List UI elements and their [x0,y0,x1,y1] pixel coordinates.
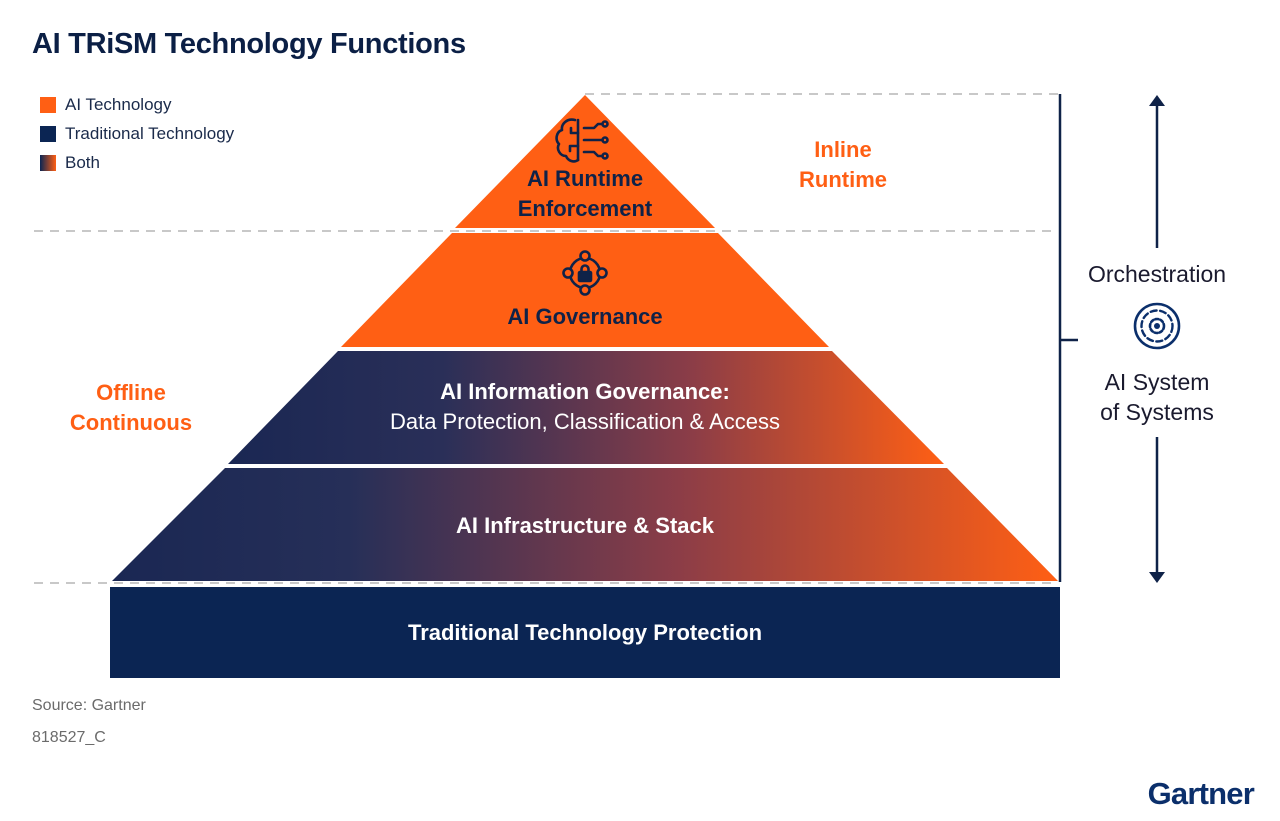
tier-5-line-1: Traditional Technology Protection [407,620,763,645]
legend-label: Both [65,152,100,172]
inline-label-line: Inline [814,137,872,162]
legend-item-ai: AI Technology [40,90,234,119]
source-text: Source: Gartner [32,697,146,714]
ai-system-line: AI System [1104,369,1210,395]
tier-5-label: Traditional Technology Protection [220,618,950,648]
figure-id: 818527_C [32,729,106,746]
legend-item-both: Both [40,148,234,177]
tier-3-line-2: Data Protection, Classification & Access [389,409,781,434]
tier-3-label: AI Information Governance: Data Protecti… [300,377,870,437]
tier-ai-information-governance [228,351,944,464]
tier-ai-runtime-enforcement [455,95,715,228]
tier-3-line-1: AI Information Governance: [440,379,730,404]
tier-4-line-1: AI Infrastructure & Stack [456,513,714,538]
ai-system-of-systems-label: AI System of Systems [1068,367,1246,427]
gear-circle-icon [1133,302,1181,350]
page-title: AI TRiSM Technology Functions [32,28,466,60]
arrow-down-icon [1149,572,1165,583]
offline-label-line: Offline [96,380,166,405]
swatch-traditional-technology [40,125,56,142]
arrow-up-icon [1149,95,1165,106]
legend-label: Traditional Technology [65,123,235,143]
tier-1-line-2: Enforcement [517,196,653,221]
gartner-logo: Gartner [1147,776,1255,811]
tier-traditional-technology [110,587,1060,678]
runtime-label-line: Runtime [799,167,887,192]
tier-1-line-1: AI Runtime [526,166,644,191]
swatch-ai-technology [40,96,56,113]
offline-continuous-label: Offline Continuous [48,378,214,438]
orchestration-label: Orchestration [1087,261,1227,287]
brain-circuit-icon [555,118,609,163]
inline-runtime-label: Inline Runtime [760,135,926,195]
tier-4-label: AI Infrastructure & Stack [300,511,870,541]
tier-1-label: AI Runtime Enforcement [470,164,700,224]
legend-item-traditional: Traditional Technology [40,119,234,148]
legend: AI Technology Traditional Technology Bot… [40,90,234,177]
continuous-label-line: Continuous [69,410,193,435]
of-systems-line: of Systems [1100,399,1214,425]
tier-2-line-1: AI Governance [507,304,663,329]
legend-label: AI Technology [65,94,172,114]
tier-ai-infrastructure [112,468,1058,581]
swatch-both [40,154,56,171]
tier-2-label: AI Governance [430,302,740,332]
network-lock-icon [562,250,608,296]
